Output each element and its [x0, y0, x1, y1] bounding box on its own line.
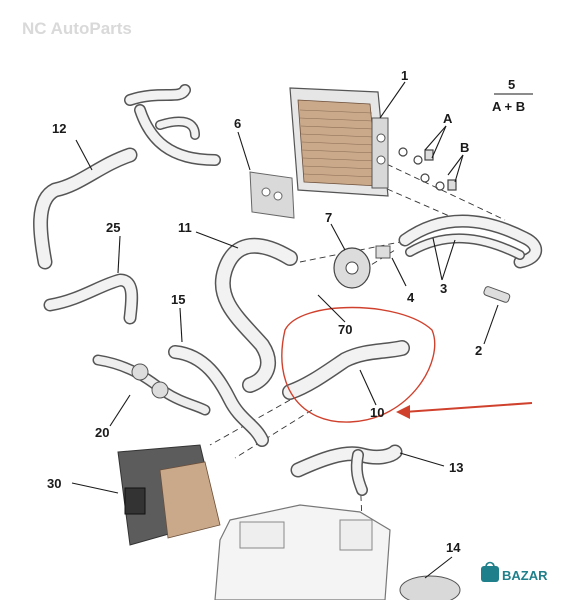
callout-20: 20	[95, 425, 109, 440]
highlight-arrow-line	[403, 402, 533, 413]
hose-group	[33, 84, 543, 496]
callout-14: 14	[446, 540, 461, 555]
leader-lines	[71, 81, 533, 579]
callout-70: 70	[338, 322, 352, 337]
watermark-text: NC AutoParts	[22, 19, 132, 38]
callout-13: 13	[449, 460, 463, 475]
callout-30: 30	[47, 476, 61, 491]
callout-1: 1	[401, 68, 408, 83]
callout-3: 3	[440, 281, 447, 296]
callout-15: 15	[171, 292, 185, 307]
callout-A: A	[443, 111, 453, 126]
control-unit	[117, 444, 221, 546]
bracket-part	[249, 171, 295, 219]
callout-11: 11	[178, 220, 192, 235]
callout-2: 2	[475, 343, 482, 358]
callout-25: 25	[106, 220, 120, 235]
callout-7: 7	[325, 210, 332, 225]
site-logo: BAZAR	[481, 561, 548, 583]
shopping-bag-icon	[481, 566, 499, 582]
sensor-part	[483, 286, 511, 303]
highlight-arrow-head	[396, 405, 410, 419]
callout-6: 6	[234, 116, 241, 131]
callout-4: 4	[407, 290, 415, 305]
callout-10: 10	[370, 405, 384, 420]
pipe-assembly	[92, 354, 211, 416]
callout-labels: 1 2 3 4 5 A + B A B 6 7 10 11 12 13 14 1…	[47, 68, 525, 555]
callout-12: 12	[52, 121, 66, 136]
cap-part	[399, 575, 461, 605]
highlight-circle	[281, 306, 436, 423]
site-logo-text: BAZAR	[502, 568, 548, 583]
reservoir-tank	[214, 504, 391, 601]
heater-core	[289, 87, 389, 197]
callout-5: 5	[508, 77, 515, 92]
valve-part	[333, 245, 391, 289]
callout-5-subtitle: A + B	[492, 99, 525, 114]
callout-B: B	[460, 140, 469, 155]
